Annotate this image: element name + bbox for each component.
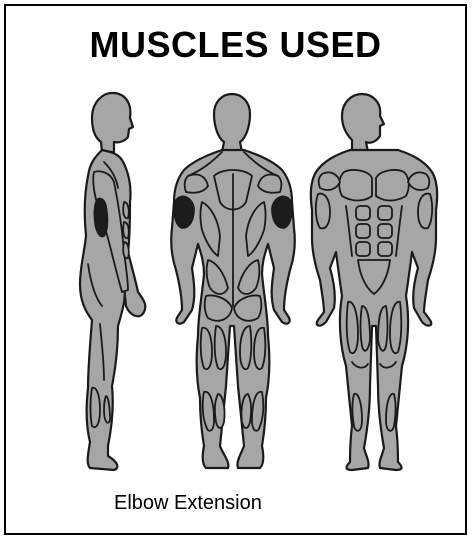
triceps-highlight-side	[94, 199, 107, 237]
front-view-figure	[311, 94, 437, 470]
card-title: MUSCLES USED	[6, 24, 465, 66]
side-view-figure	[80, 93, 145, 470]
back-view-figure	[171, 94, 295, 468]
exercise-card: MUSCLES USED .b { fill: #a6a6a6; stroke:…	[4, 4, 467, 535]
anatomy-figures: .b { fill: #a6a6a6; stroke: #1a1a1a; str…	[6, 86, 474, 486]
triceps-highlight-right	[272, 196, 292, 228]
exercise-caption: Elbow Extension	[114, 492, 262, 515]
triceps-highlight-left	[174, 196, 194, 228]
